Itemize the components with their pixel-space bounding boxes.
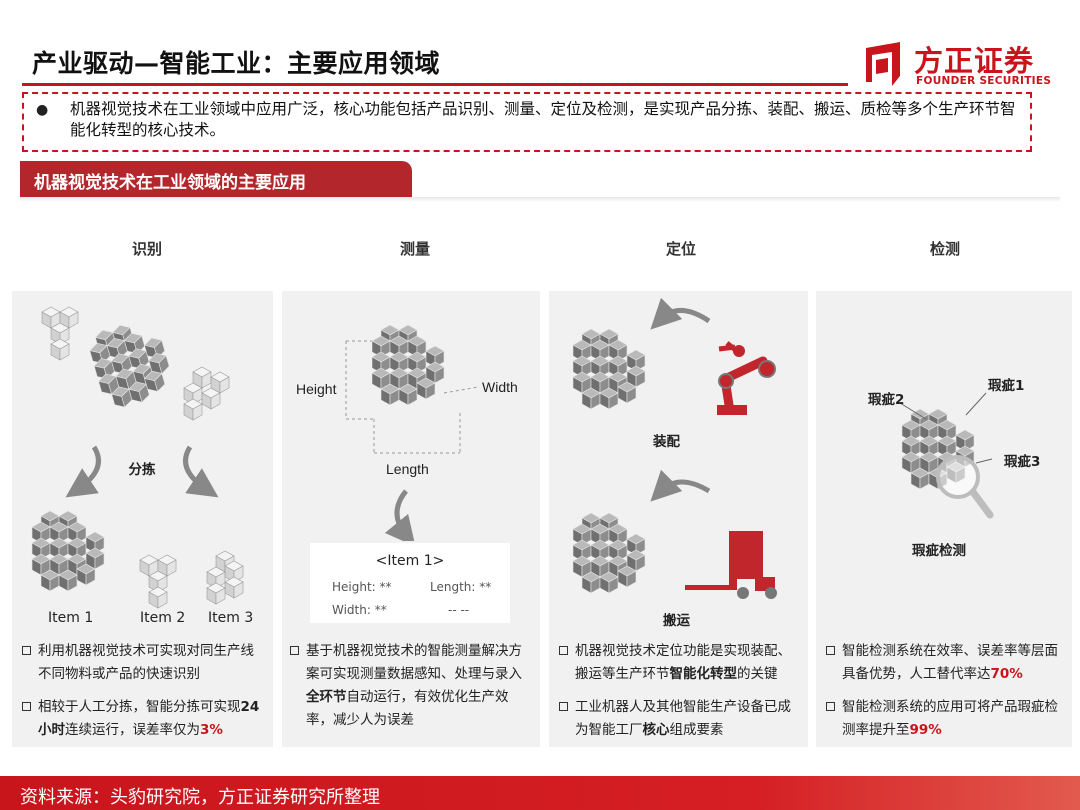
defect-2-pointer [899,402,927,420]
transport-label: 搬运 [663,613,690,629]
defect-3-pointer [975,458,993,464]
defect-1-label: 瑕疵1 [988,378,1025,394]
inspection-bullet-2: 智能检测系统的应用可将产品瑕疵检测率提升至99% [826,696,1068,742]
forklift-icon [685,531,777,599]
page-title: 产业驱动—智能工业：主要应用领域 [32,49,441,78]
inspection-bullet-1: 智能检测系统在效率、误差率等层面具备优势，人工替代率达70% [826,640,1068,686]
recognition-bullet-1: 利用机器视觉技术可实现对同生产线不同物料或产品的快速识别 [22,640,267,686]
length-label: Length [386,461,429,477]
square-bullet-icon [290,646,299,655]
summary-text: 机器视觉技术在工业领域中应用广泛，核心功能包括产品识别、测量、定位及检测，是实现… [70,100,1016,139]
robot-arm-icon [717,341,776,415]
length-value: Length: ** [430,580,492,594]
height-value: Height: ** [332,580,392,594]
width-value: Width: ** [332,603,387,617]
column-heading-positioning: 定位 [665,240,696,258]
measurement-illustration: Height Width Length [296,291,518,541]
recognition-panel: 分拣 Item 1 Item 2 Item 3 利用机器视觉技术可实现对同生产线… [12,291,273,747]
defect-1-pointer [965,392,987,416]
recognition-bullet-2: 相较于人工分拣，智能分拣可实现24小时连续运行，误差率仅为3% [22,696,267,742]
square-bullet-icon [826,646,835,655]
assembly-block-icon [573,329,645,409]
transport-block-icon [573,513,645,593]
defect-detection-label: 瑕疵检测 [912,543,966,559]
item-3-label: Item 3 [208,610,254,626]
footer-bar: 资料来源：头豹研究院，方正证券研究所整理 [0,776,1080,810]
width-label: Width [482,379,518,395]
small-white-block-icon [41,306,79,361]
positioning-illustration [549,297,777,599]
defect-2-label: 瑕疵2 [868,392,905,408]
positioning-bullet-2: 工业机器人及其他智能生产设备已成为智能工厂核心组成要素 [559,696,804,742]
defect-3-label: 瑕疵3 [1004,454,1041,470]
tumbling-gray-block-icon [85,315,176,412]
measured-block-icon [372,325,444,405]
column-heading-recognition: 识别 [131,240,162,258]
measurement-panel: Height Width Length <Item 1> Height: ** … [282,291,540,747]
result-card-title: <Item 1> [375,553,445,569]
item-1-label: Item 1 [48,610,94,626]
arrow-right-icon [183,445,219,498]
column-heading-measurement: 测量 [399,240,430,258]
summary-box: ● 机器视觉技术在工业领域中应用广泛，核心功能包括产品识别、测量、定位及检测，是… [22,92,1032,152]
inspection-panel: 瑕疵2 瑕疵1 瑕疵3 瑕疵检测 智能检测系统在效率、误差率等层面具备优势，人工… [816,291,1072,747]
rotate-arrow-bottom-icon [650,469,711,502]
bullet-dot-icon: ● [36,102,49,118]
square-bullet-icon [826,702,835,711]
founder-logo: 方正证券 FOUNDER SECURITIES [862,40,1052,90]
positioning-bullet-1: 机器视觉技术定位功能是实现装配、搬运等生产环节智能化转型的关键 [559,640,804,686]
sorted-white-block-icon [139,554,177,609]
rotate-arrow-top-icon [650,297,711,330]
sorting-illustration [12,306,244,609]
square-bullet-icon [22,702,31,711]
square-bullet-icon [559,702,568,711]
sorted-gray-block-icon [32,511,104,591]
white-block-right-icon [183,366,230,421]
section-title-tab: 机器视觉技术在工业领域的主要应用 [20,161,412,197]
measurement-result-card: <Item 1> Height: ** Length: ** Width: **… [310,543,510,623]
logo-chinese-name: 方正证券 [914,44,1035,78]
section-title: 机器视觉技术在工业领域的主要应用 [34,173,306,193]
width-dimension-line [443,386,479,394]
title-rule [22,83,848,86]
square-bullet-icon [22,646,31,655]
founder-logo-icon [866,42,900,86]
square-bullet-icon [559,646,568,655]
measurement-bullet-1: 基于机器视觉技术的智能测量解决方案可实现测量数据感知、处理与录入全环节自动运行，… [290,640,534,732]
sorting-label: 分拣 [128,462,156,478]
item-2-label: Item 2 [140,610,186,626]
blank-value: -- -- [448,603,470,617]
inspection-illustration [899,392,994,519]
assembly-label: 装配 [653,434,680,450]
magnifier-icon [936,455,994,519]
column-heading-inspection: 检测 [929,240,960,258]
section-divider [20,197,1060,202]
sorted-white-block-2-icon [206,550,244,605]
positioning-panel: 装配 搬运 机器视觉技术定位功能是实现装配、搬运等生产环节智能化转型的关键 工业… [549,291,808,747]
arrow-down-icon [384,489,416,541]
arrow-left-icon [65,445,101,498]
source-note: 资料来源：头豹研究院，方正证券研究所整理 [20,787,380,808]
height-label: Height [296,381,337,397]
logo-english-name: FOUNDER SECURITIES [916,75,1052,87]
